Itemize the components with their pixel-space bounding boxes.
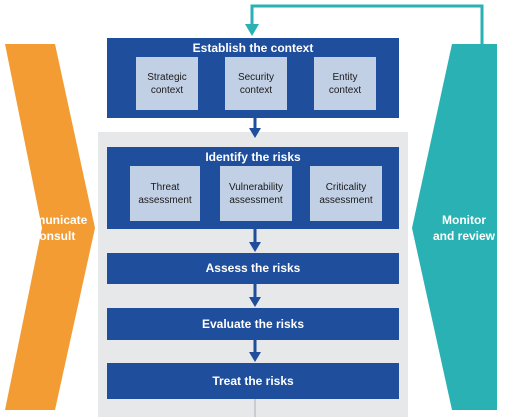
treat-risks-box: Treat the risks <box>107 363 399 399</box>
security-context-line2: context <box>239 84 273 96</box>
feedback-arrowhead <box>245 24 259 36</box>
entity-context-line2: context <box>328 84 362 96</box>
monitor-review-arrow <box>412 44 497 410</box>
security-context-line1: Security <box>237 71 275 83</box>
assess-risks-box: Assess the risks <box>107 253 399 284</box>
threat-assessment-line1: Threat <box>150 181 180 193</box>
vulnerability-assessment-line1: Vulnerability <box>228 181 284 193</box>
monitor-label-line2: and review <box>432 229 496 243</box>
connector-4 <box>249 340 261 362</box>
communicate-consult-arrow <box>5 44 95 410</box>
criticality-assessment-line2: assessment <box>319 194 373 206</box>
feedback-loop-line <box>250 4 484 44</box>
strategic-context-line1: Strategic <box>147 71 187 83</box>
communicate-label-line1: Communicate <box>8 213 88 227</box>
evaluate-risks-title: Evaluate the risks <box>201 317 305 331</box>
identify-risks-title: Identify the risks <box>205 150 301 164</box>
connector-1 <box>249 118 261 138</box>
monitor-label-line1: Monitor <box>442 213 486 227</box>
criticality-assessment-line1: Criticality <box>325 181 367 193</box>
vulnerability-assessment-line2: assessment <box>229 194 283 206</box>
communicate-consult-label: Communicate and consult <box>8 212 98 244</box>
establish-context-title: Establish the context <box>192 41 314 55</box>
evaluate-risks-box: Evaluate the risks <box>107 308 399 340</box>
strategic-context-line2: context <box>150 84 184 96</box>
assess-risks-title: Assess the risks <box>205 261 301 275</box>
connector-2 <box>249 229 261 252</box>
treat-risks-title: Treat the risks <box>212 374 294 388</box>
threat-assessment-line2: assessment <box>138 194 192 206</box>
entity-context-line1: Entity <box>332 71 358 83</box>
communicate-label-line2: and consult <box>8 229 76 243</box>
connector-3 <box>249 284 261 307</box>
monitor-review-label: Monitor and review <box>424 212 504 244</box>
